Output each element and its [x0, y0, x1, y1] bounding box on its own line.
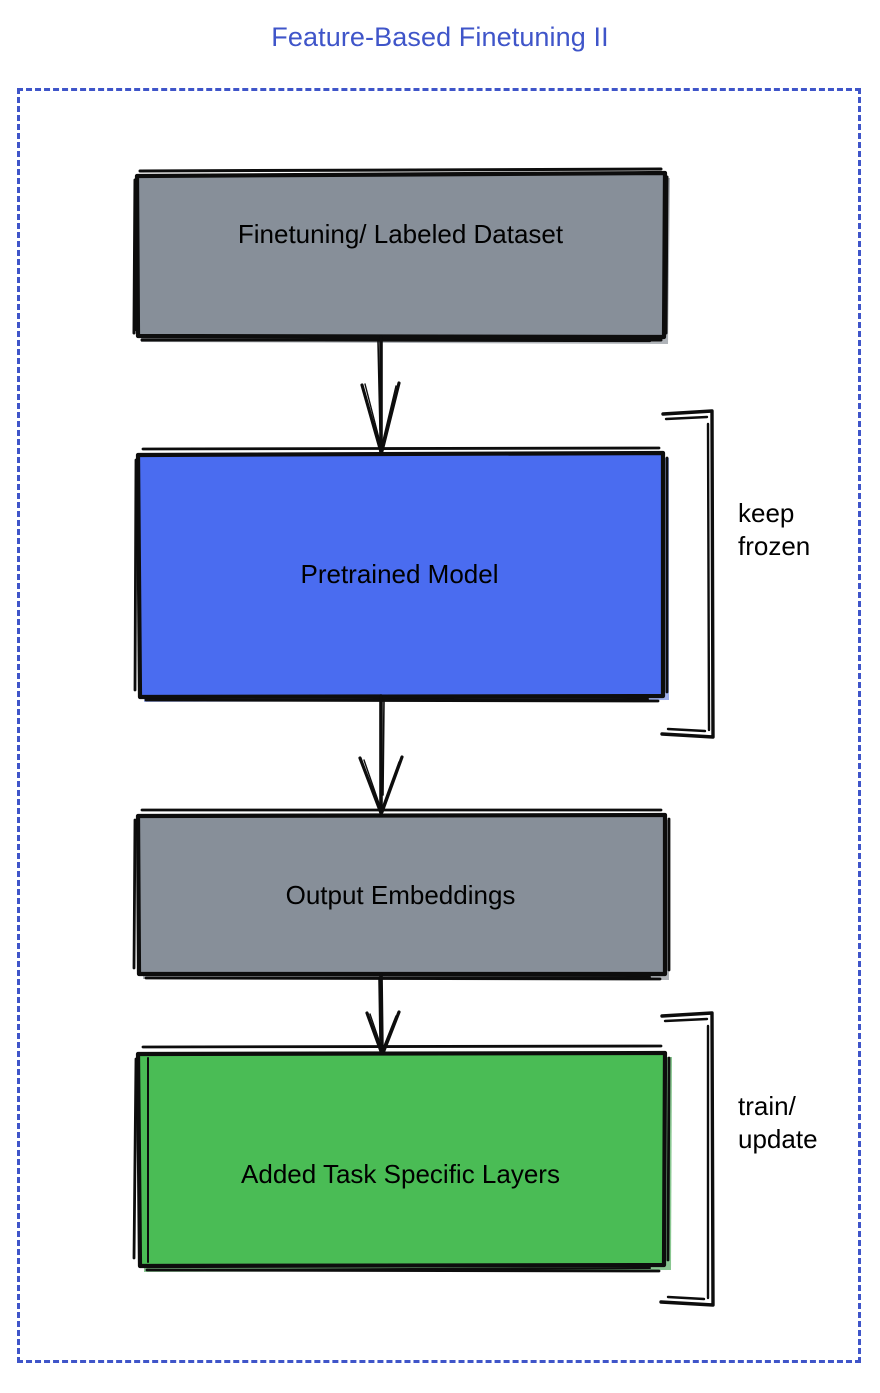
annotation-label-keep-frozen: keep frozen — [738, 498, 811, 561]
node-label-added-task-specific-layers: Added Task Specific Layers — [241, 1159, 560, 1189]
dashed-boundary — [17, 88, 861, 1363]
page-title: Feature-Based Finetuning II — [271, 22, 609, 52]
annotation-label-train-update: train/ update — [738, 1091, 818, 1154]
node-label-output-embeddings: Output Embeddings — [285, 880, 516, 910]
node-label-pretrained-model: Pretrained Model — [300, 559, 499, 589]
node-label-finetuning-dataset: Finetuning/ Labeled Dataset — [237, 219, 564, 249]
